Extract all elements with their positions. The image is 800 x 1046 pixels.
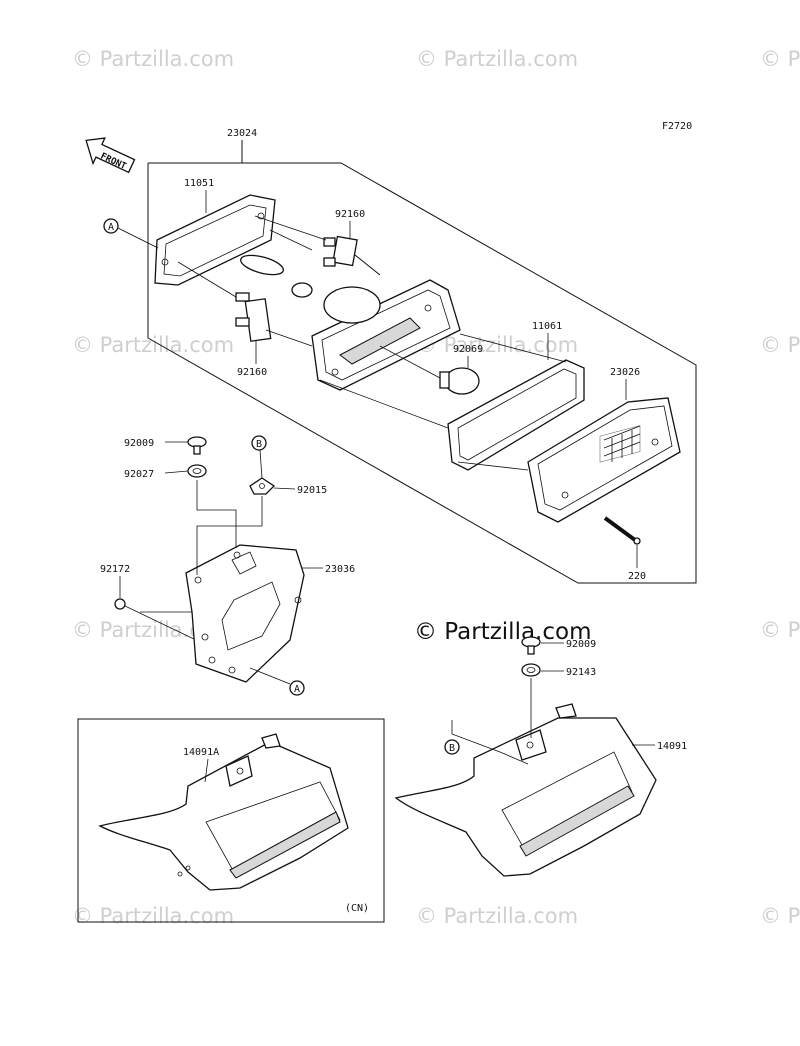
front-arrow-icon: FRONT xyxy=(85,137,136,174)
label-14091A: 14091A xyxy=(183,747,219,758)
cover-14091 xyxy=(394,703,657,877)
label-92069: 92069 xyxy=(453,344,483,355)
middle-labels: 92009 92027 92015 92172 23036 xyxy=(100,438,355,598)
variant-note: (CN) xyxy=(345,903,369,914)
label-23026: 23026 xyxy=(610,367,640,378)
label-92027: 92027 xyxy=(124,469,154,480)
label-11061: 11061 xyxy=(532,321,562,332)
watermark-10: © Partzilla.com xyxy=(416,904,578,928)
lens-grid-pattern xyxy=(599,425,641,463)
figure-code: F2720 xyxy=(662,121,692,132)
center-watermark: © Partzilla.com xyxy=(414,619,592,645)
lens-gasket-11061 xyxy=(447,359,585,471)
label-11051: 11051 xyxy=(184,178,214,189)
socket-92160-bottom xyxy=(235,292,272,342)
callout-a-upper-label: A xyxy=(108,222,114,233)
callout-a-lower: A xyxy=(249,667,305,696)
lens-23026 xyxy=(527,397,681,523)
bulb-92069 xyxy=(379,345,480,395)
cover-14091A xyxy=(98,733,349,891)
callout-a-upper: A xyxy=(103,218,159,249)
lower-right-labels: 92009 92143 14091 xyxy=(541,639,687,752)
washer-92027 xyxy=(187,464,207,478)
label-92009-left: 92009 xyxy=(124,438,154,449)
watermark-2: © Partzilla.com xyxy=(416,47,578,71)
label-92015: 92015 xyxy=(297,485,327,496)
label-23024: 23024 xyxy=(227,128,257,139)
washer-92143 xyxy=(521,663,541,677)
screw-92172 xyxy=(114,598,197,641)
callout-b-upper: B xyxy=(251,435,267,479)
socket-92160-top xyxy=(323,235,381,276)
watermark-layer: © Partzilla.com © Partzilla.com © Partzi… xyxy=(72,47,800,928)
bolt-92009-right xyxy=(521,636,541,655)
label-92172: 92172 xyxy=(100,564,130,575)
assembly-outline-23024 xyxy=(147,140,697,584)
label-220: 220 xyxy=(628,571,646,582)
callout-a-lower-label: A xyxy=(294,684,300,695)
wiring-bulbs xyxy=(177,215,327,298)
nut-92015 xyxy=(249,477,276,495)
watermark-8: © Partzilla.com xyxy=(760,618,800,642)
watermark-1: © Partzilla.com xyxy=(72,47,234,71)
callout-b-lower-label: B xyxy=(449,743,455,754)
label-92160-top: 92160 xyxy=(335,209,365,220)
right-guide-lines xyxy=(451,678,532,765)
label-92143: 92143 xyxy=(566,667,596,678)
label-92160-bottom: 92160 xyxy=(237,367,267,378)
watermark-4: © Partzilla.com xyxy=(72,333,234,357)
gasket-11051 xyxy=(154,194,276,286)
label-14091: 14091 xyxy=(657,741,687,752)
watermark-6: © Partzilla.com xyxy=(760,333,800,357)
bolt-92009-left xyxy=(187,436,207,455)
label-92009-right: 92009 xyxy=(566,639,596,650)
taillight-housing xyxy=(311,279,461,391)
watermark-9: © Partzilla.com xyxy=(72,904,234,928)
watermark-11: © Partzilla.com xyxy=(760,904,800,928)
upper-labels: 23024 11051 92160 92160 11061 92069 2302… xyxy=(184,128,646,582)
bracket-23036 xyxy=(185,544,305,683)
screw-220 xyxy=(603,516,641,545)
bracket-guide-lines xyxy=(196,480,263,575)
label-23036: 23036 xyxy=(325,564,355,575)
callout-b-lower: B xyxy=(444,739,460,755)
watermark-3: © Partzilla.com xyxy=(760,47,800,71)
callout-b-upper-label: B xyxy=(256,439,262,450)
variant-box-cn: 14091A (CN) xyxy=(77,718,385,923)
